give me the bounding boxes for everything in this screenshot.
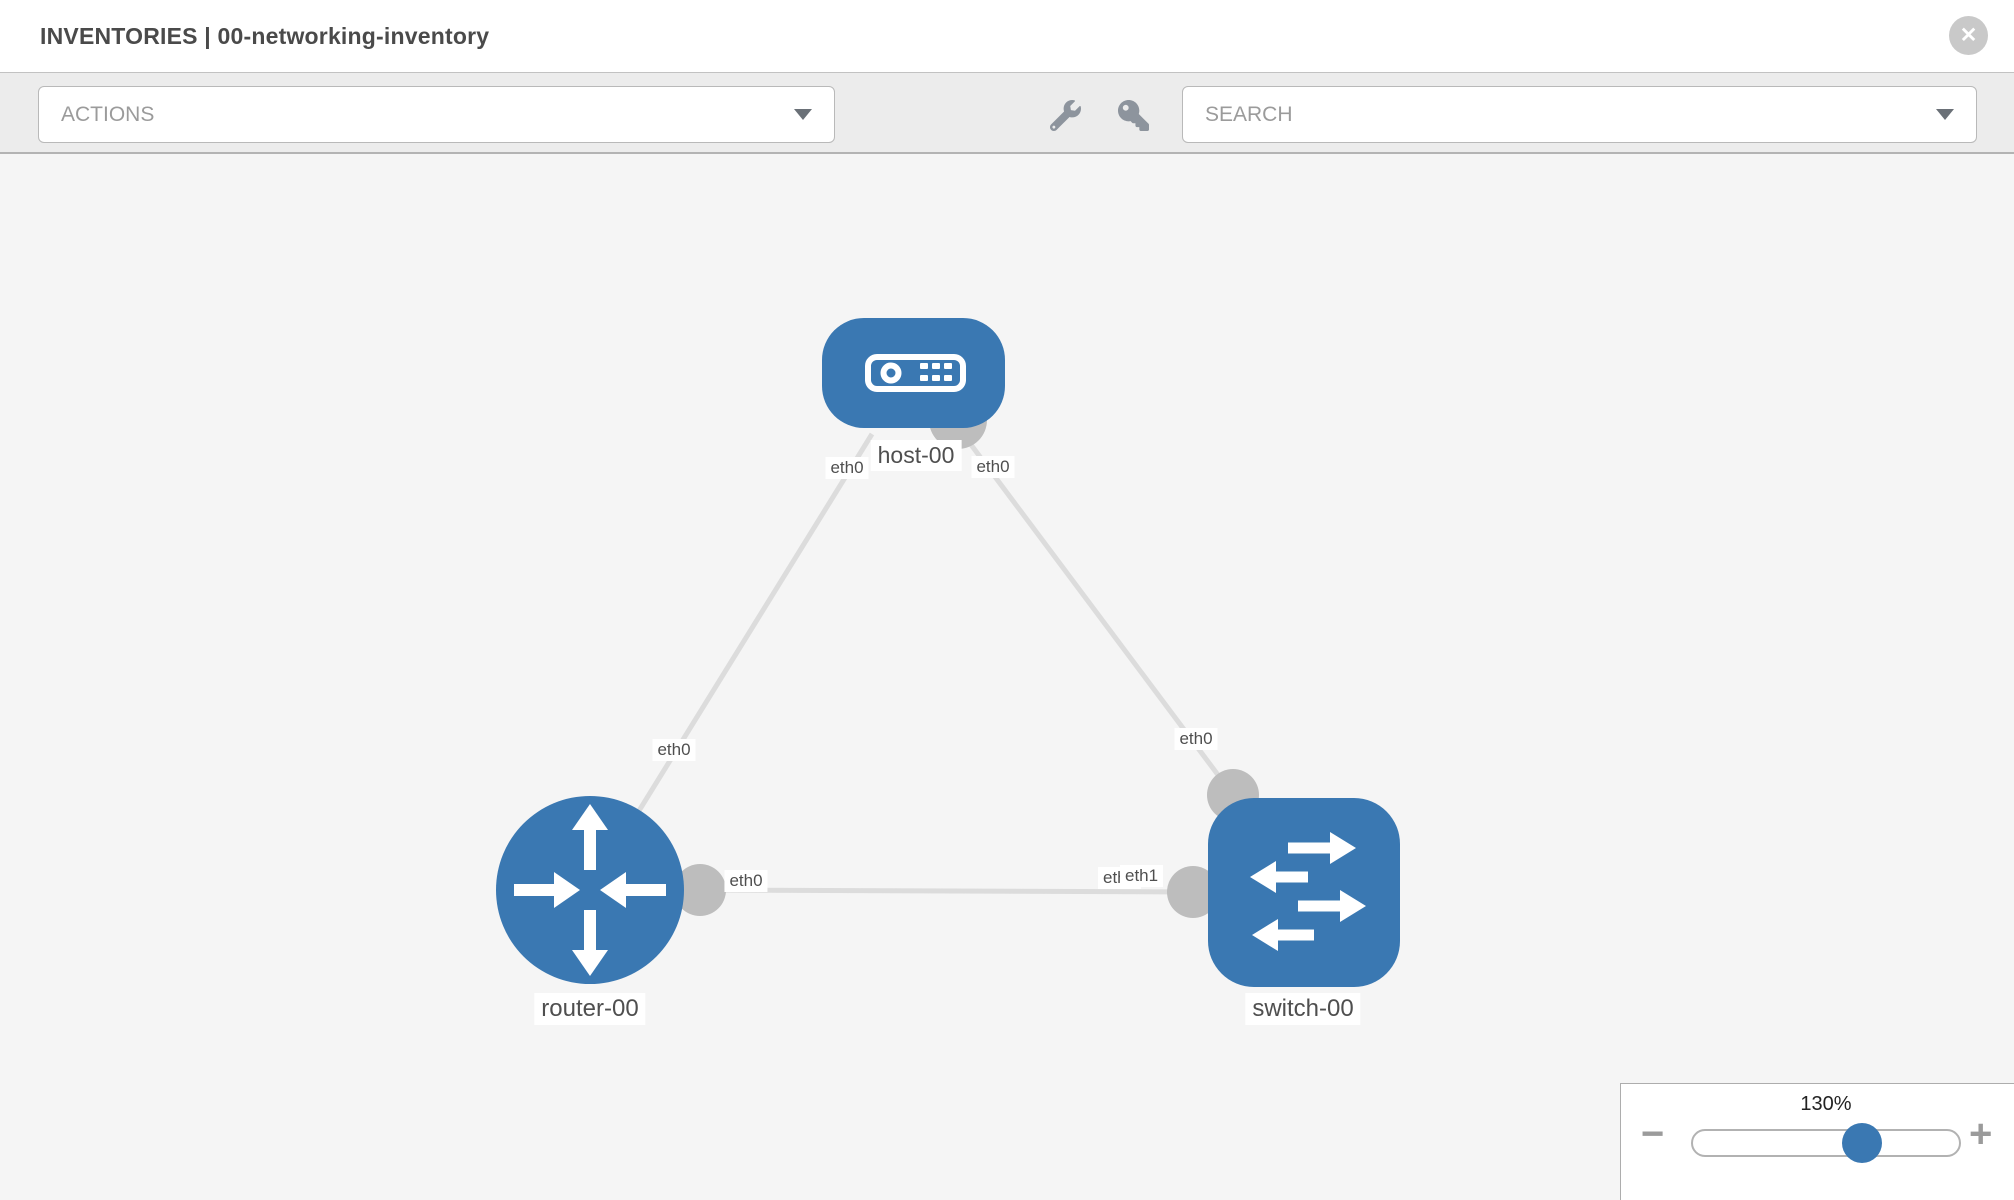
search-dropdown[interactable]: SEARCH [1182, 86, 1977, 143]
tools-button[interactable] [1042, 92, 1088, 138]
close-icon: ✕ [1959, 24, 1978, 47]
toolbar: ACTIONS SEARCH [0, 72, 2014, 154]
interface-label: eth0 [825, 457, 869, 479]
interface-label: eth0 [1174, 728, 1218, 750]
header: INVENTORIES | 00-networking-inventory ✕ [0, 0, 2014, 72]
node-host-00[interactable] [822, 318, 1005, 428]
chevron-down-icon [794, 109, 812, 120]
page-title: INVENTORIES | 00-networking-inventory [40, 22, 490, 49]
node-router-00[interactable] [496, 796, 684, 984]
node-label-switch[interactable]: switch-00 [1245, 993, 1361, 1025]
node-label-host[interactable]: host-00 [870, 440, 962, 471]
actions-dropdown[interactable]: ACTIONS [38, 86, 835, 143]
topology-canvas[interactable]: eth0 eth0 eth0 eth0 eth0 eth0 eth1 host-… [0, 154, 2014, 1200]
interface-label: eth1 [1120, 865, 1164, 887]
router-icon [514, 804, 666, 976]
interface-label: eth0 [724, 870, 768, 892]
interface-dot [1167, 866, 1219, 918]
zoom-in-button[interactable]: + [1969, 1112, 1993, 1156]
host-icon [865, 354, 966, 392]
node-switch-00[interactable] [1208, 798, 1400, 987]
chevron-down-icon [1936, 109, 1954, 120]
switch-icon [1250, 832, 1366, 951]
interface-label: eth0 [971, 456, 1015, 478]
topology-graph [496, 318, 1400, 987]
links [587, 428, 1236, 895]
interface-label: eth0 [652, 739, 696, 761]
zoom-out-button[interactable]: − [1641, 1112, 1665, 1156]
link-router-switch[interactable] [699, 887, 1194, 895]
key-icon [1117, 99, 1149, 131]
credentials-button[interactable] [1110, 92, 1156, 138]
actions-dropdown-label: ACTIONS [61, 102, 155, 126]
zoom-slider-knob[interactable] [1842, 1123, 1882, 1163]
search-dropdown-label: SEARCH [1205, 102, 1293, 126]
zoom-slider-track[interactable] [1691, 1129, 1961, 1157]
wrench-icon [1049, 99, 1081, 131]
zoom-level-value: 130% [1800, 1093, 1852, 1115]
node-label-router[interactable]: router-00 [534, 993, 646, 1025]
interface-dots [674, 391, 1259, 918]
zoom-control-panel: 130% − + [1620, 1083, 2014, 1200]
interface-dot [674, 864, 726, 916]
close-button[interactable]: ✕ [1949, 16, 1988, 55]
